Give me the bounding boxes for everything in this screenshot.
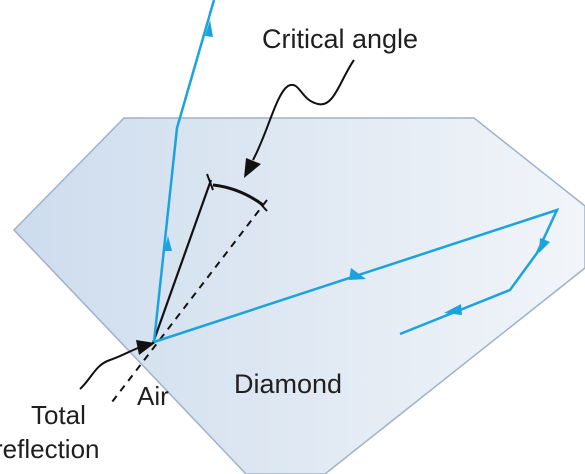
- reflected-ray-arrow-2: [539, 238, 550, 253]
- diamond-label: Diamond: [234, 369, 343, 399]
- reflected-ray-arrow-3: [444, 304, 462, 315]
- normal-dashed-line: [111, 199, 268, 403]
- reflected-ray-arrow-1: [349, 268, 366, 280]
- incident-ray-arrow-1: [205, 20, 213, 37]
- arc-tick-left: [206, 173, 214, 191]
- total-reflection-arrowhead: [136, 340, 155, 355]
- total-reflection-leader: [79, 347, 139, 390]
- reflected-ray: [153, 207, 560, 344]
- air-label: Air: [137, 381, 169, 411]
- arc-tick-right: [256, 199, 268, 212]
- incident-ray-arrow-2: [164, 236, 172, 251]
- critical-angle-leader: [252, 59, 355, 161]
- diamond-shape: [12, 117, 585, 474]
- total-label: Total: [31, 400, 86, 430]
- critical-angle-label: Critical angle: [262, 24, 419, 54]
- reflection-label: reflection: [0, 434, 100, 464]
- incident-ray: [152, 0, 216, 343]
- critical-angle-line: [151, 179, 213, 344]
- critical-angle-arrowhead: [244, 158, 261, 178]
